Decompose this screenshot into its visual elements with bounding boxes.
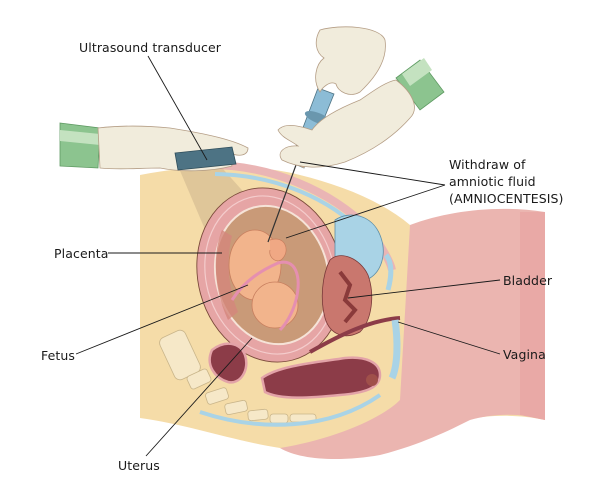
leader-fetus: [75, 284, 249, 355]
umbilical-cord: [230, 260, 300, 332]
label-placenta: Placenta: [54, 246, 109, 261]
label-uterus: Uterus: [118, 458, 160, 473]
skin-shade: [520, 212, 545, 420]
lower-glove-hand: [277, 79, 415, 168]
leader-withdraw-lower: [285, 184, 446, 239]
pelvic-skin-region: [280, 208, 545, 460]
sacrum: [159, 329, 317, 424]
left-sleeve: [59, 122, 101, 169]
perineal-fluid: [388, 319, 401, 380]
leader-uterus: [145, 337, 253, 457]
fetus-head: [251, 281, 299, 329]
fetus-limbs: [269, 238, 287, 262]
leader-bladder: [347, 279, 501, 299]
label-fetus: Fetus: [41, 348, 76, 363]
ultrasound-transducer: [174, 146, 237, 171]
rectum-lower: [260, 356, 382, 399]
bladder-lumen: [338, 270, 358, 324]
upper-glove-hand: [315, 26, 386, 95]
leader-withdraw-upper: [299, 161, 446, 186]
leader-ultrasound-transducer: [147, 55, 208, 161]
syringe-needle: [267, 164, 297, 243]
label-bladder: Bladder: [503, 273, 553, 288]
label-withdraw-line3: (AMNIOCENTESIS): [449, 191, 564, 206]
vaginal-canal: [309, 316, 401, 354]
label-withdraw-line1: Withdraw of: [449, 157, 526, 172]
label-ultrasound-transducer: Ultrasound transducer: [79, 40, 222, 55]
pelvic-floor-fluid: [199, 393, 382, 427]
label-withdraw-line2: amniotic fluid: [449, 174, 536, 189]
leader-vagina: [397, 321, 501, 355]
sleeve-highlight: [60, 130, 100, 145]
right-sleeve-highlight: [402, 58, 432, 86]
rectum-upper: [208, 342, 248, 384]
urethra: [383, 253, 394, 291]
anal-sphincter: [366, 374, 378, 386]
label-vagina: Vagina: [503, 347, 546, 362]
